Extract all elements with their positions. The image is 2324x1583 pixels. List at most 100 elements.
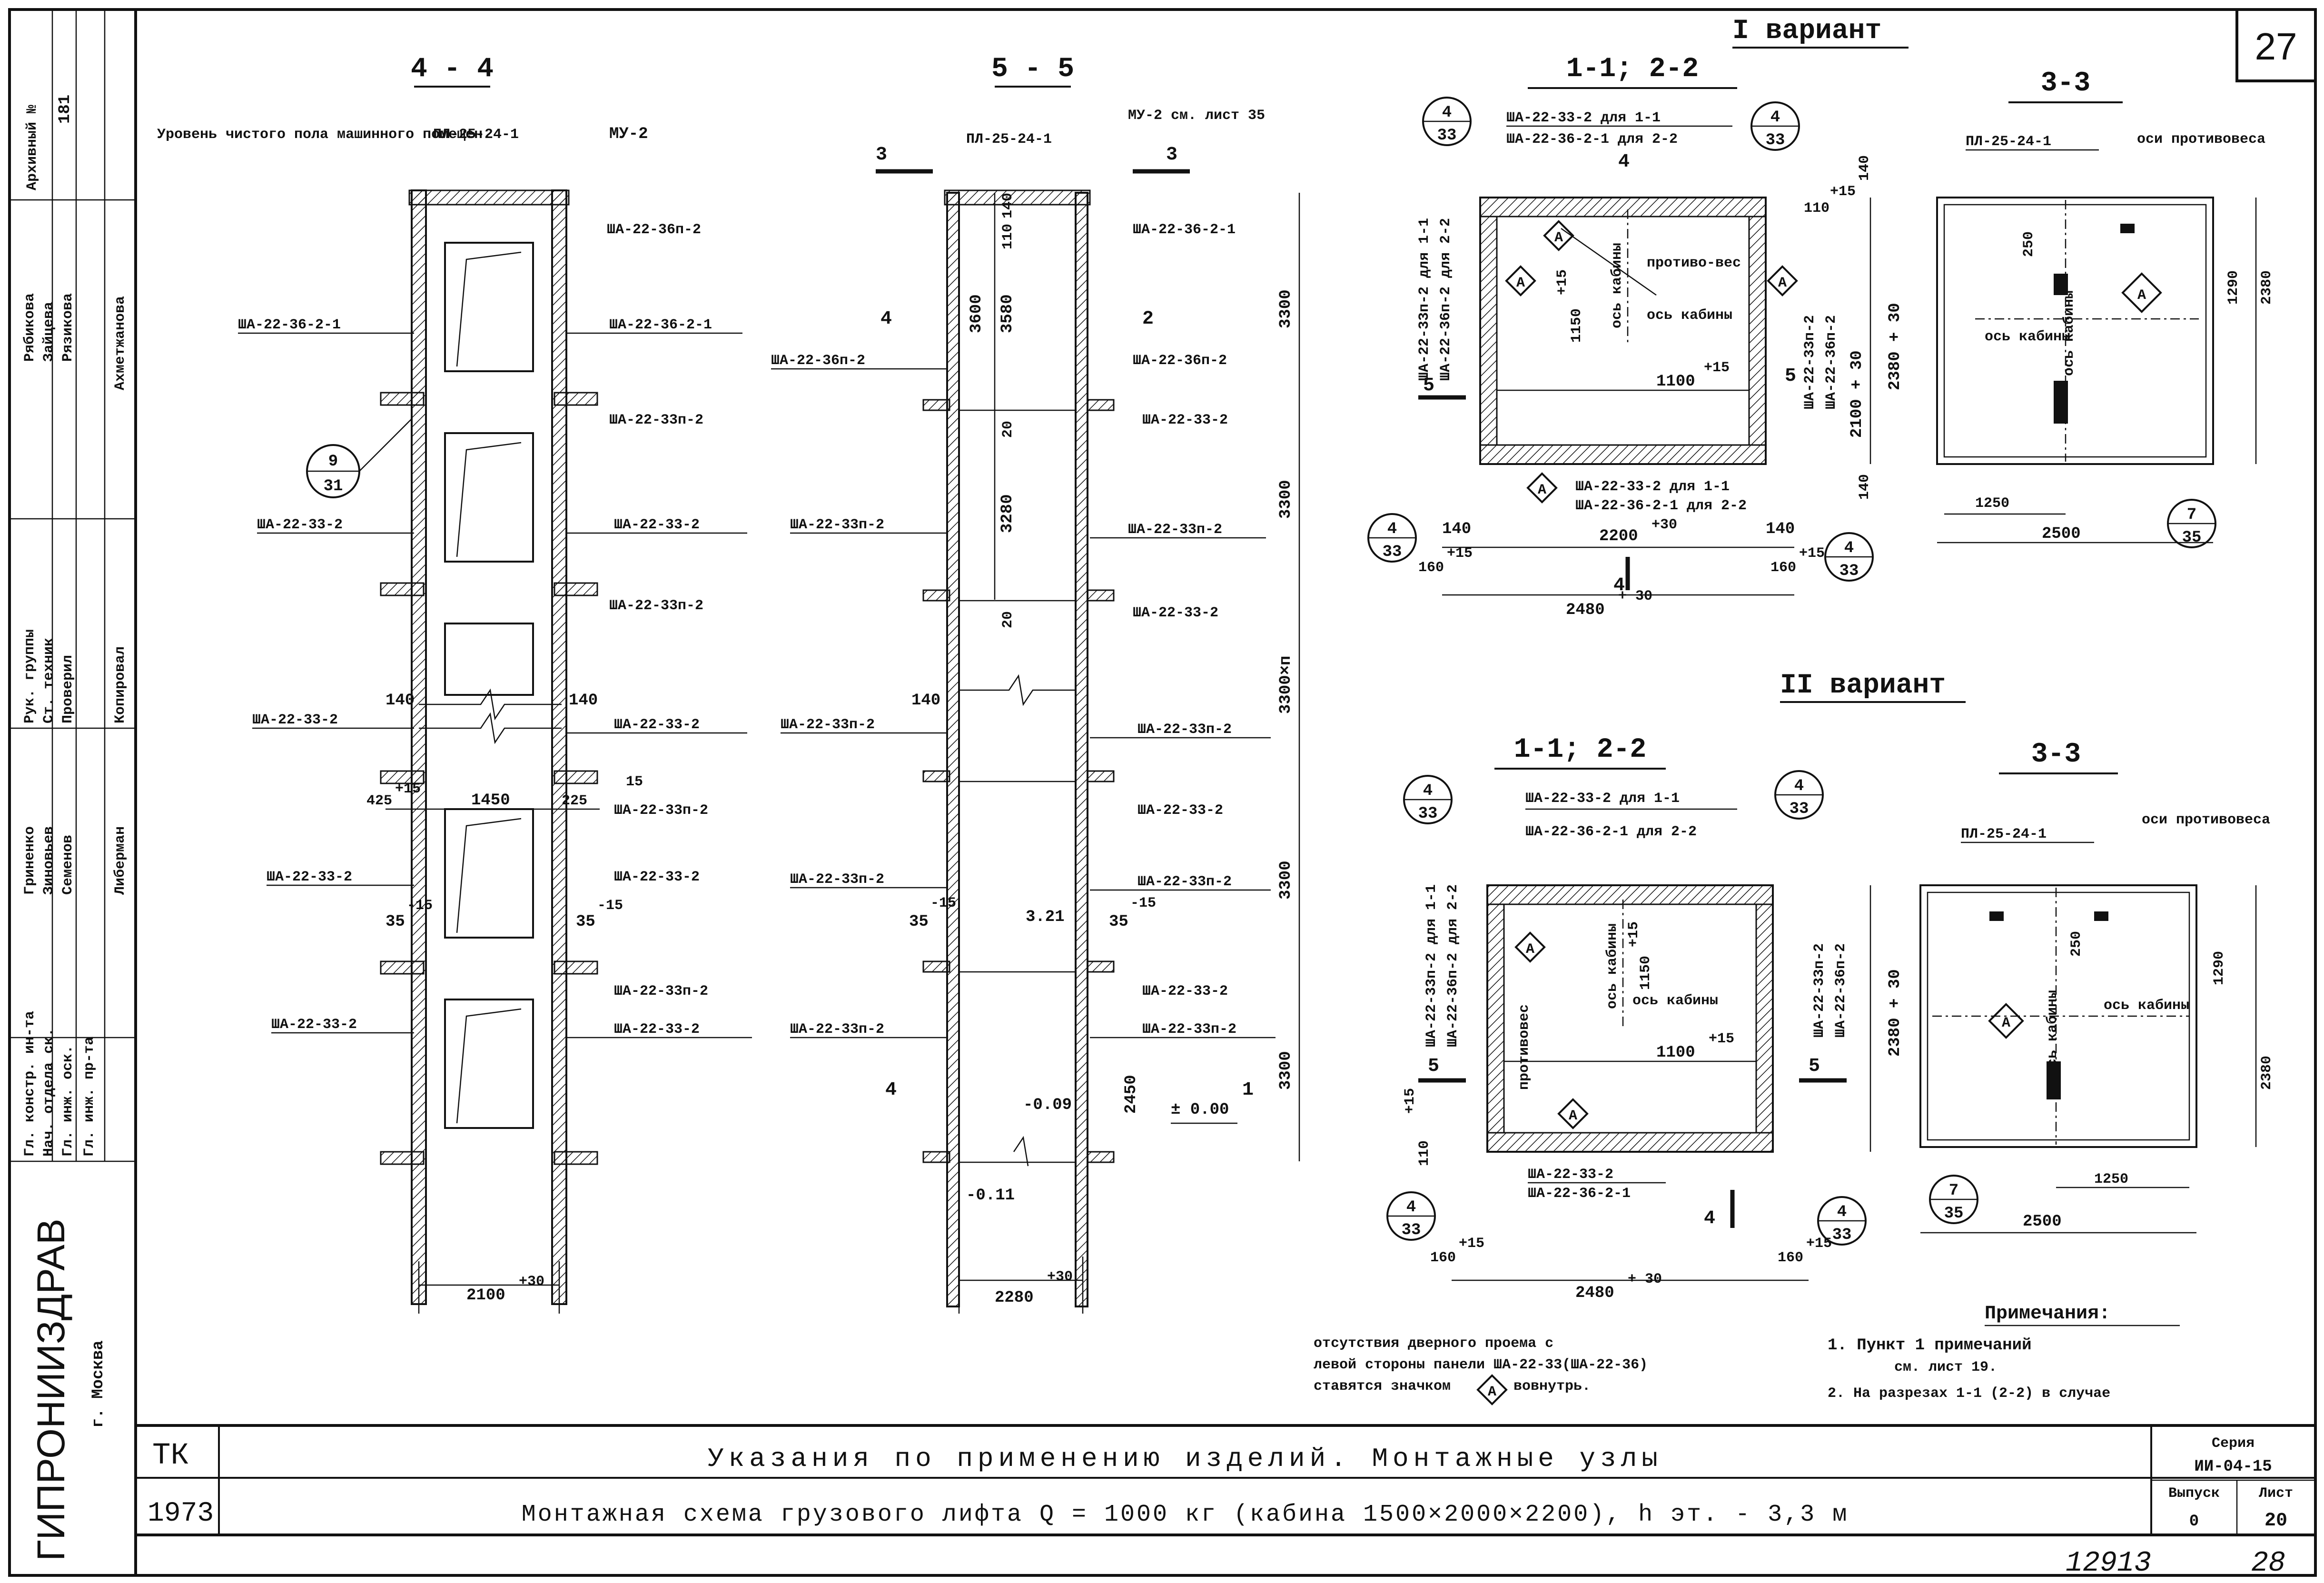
v1-p3-callout-num: 7 [2187,506,2196,524]
variant-1: I вариант 1-1; 2-2 3-3 ША-22-33-2 для 1-… [1367,16,2275,619]
v1-dim-1100-sup: +15 [1704,360,1730,376]
v2-dim-1150-sup: +15 [1626,921,1642,947]
v1-dim-2200-sup: +30 [1652,517,1677,533]
label-55-right-7: ША-22-33-2 [1137,802,1223,819]
v2-dim-160-r-sup: +15 [1806,1236,1832,1252]
v2-dim-2480-sup: + 30 [1628,1271,1662,1287]
label-55-left-1: ША-22-36п-2 [771,353,865,369]
stamp-role-3: Гл. инж. оск. [60,1045,76,1157]
v1-cabin-axis: ось кабины [1647,307,1732,324]
title-line-2: Монтажная схема грузового лифта Q = 1000… [522,1501,1849,1528]
v2-callout-br-den: 33 [1832,1226,1852,1244]
label-55-left-5: ША-22-33п-2 [790,1021,884,1038]
v1-cabin-axis-vert: ось кабины [1609,243,1625,328]
cut-55-4-top: 4 [880,308,892,330]
v1-p3-panel: ПЛ-25-24-1 [1966,134,2051,150]
v2-dim-2480: 2480 [1575,1284,1614,1302]
label-44-right-6: ША-22-33-2 [614,717,700,733]
v2-callout-tl-num: 4 [1423,782,1433,800]
label-55-right-6: ША-22-33п-2 [1137,722,1232,738]
dim-44-35-left: 35 [386,913,405,931]
stamp-name-7: Рязикова [60,293,76,362]
v2-label-bottom-1: ША-22-33-2 [1528,1167,1613,1183]
v1-p3-dim-250: 250 [2021,231,2037,257]
note-left-1: отсутствия дверного проема с [1314,1336,1553,1352]
v1-plan3-title: 3-3 [2041,68,2090,99]
stamp-role-8: Копировал [112,646,129,723]
label-55-left-3: ША-22-33п-2 [781,717,875,733]
cut-55-2-top: 2 [1142,308,1154,330]
series-value: ИИ-04-15 [2194,1458,2272,1476]
sheet-label: Лист [2259,1485,2293,1502]
org-city: г. Москва [89,1340,108,1428]
dim-55-bottom-sup: +30 [1047,1269,1073,1285]
v1-label-bottom-2: ША-22-36-2-1 для 2-2 [1575,498,1747,514]
label-44-right-8: ША-22-33-2 [614,869,700,885]
v2-p3-dim-2380: 2380 [2259,1056,2275,1090]
v1-dim-2480-sup: + 30 [1618,588,1652,604]
label-44-right-5: ША-22-33п-2 [609,598,703,614]
level-minus-009: -0.09 [1023,1096,1072,1114]
dim-55-inner-1: 140 [1000,193,1016,218]
dim-55-inner-4: 3580 [999,294,1017,333]
v2-p3-axis-cab: ось кабины [2104,998,2189,1014]
label-55-right-9: ША-22-33-2 [1142,983,1228,999]
note-right-3: 2. На разрезах 1-1 (2-2) в случае [1828,1385,2110,1402]
dim-55-bottom: 2280 [995,1289,1034,1307]
v2-p3-panel: ПЛ-25-24-1 [1961,826,2047,842]
dim-44-bottom-sup: +30 [519,1274,544,1290]
label-44-right-10: ША-22-33-2 [614,1021,700,1038]
v2-counterweight: противовес [1516,1004,1533,1090]
dim-55-inner-3: 3600 [968,294,986,333]
cut-55-3-left: 3 [876,144,887,166]
stamp-name-4: Либерман [112,826,129,895]
v1-callout-tr-den: 33 [1766,131,1785,149]
dim-44-35-right-sup: -15 [597,898,623,914]
v1-dim-110: 110 [1804,200,1830,217]
stamp-role-6: Ст. техник [41,638,57,723]
archive-number: 181 [56,95,74,124]
v2-p3-callout-den: 35 [1944,1205,1964,1223]
label-44-right-1: ША-22-36п-2 [607,222,701,238]
stamp-name-3: Семенов [60,835,76,895]
v1-label-bottom-1: ША-22-33-2 для 1-1 [1575,479,1730,495]
v1-dim-160-r-sup: +15 [1799,545,1825,562]
cut-55-4-bottom: 4 [885,1079,897,1101]
v1-callout-br-den: 33 [1839,562,1859,580]
label-44-left-5: ША-22-33-2 [271,1017,357,1033]
v1-dim-2380: 2380 + 30 [1886,303,1904,390]
footer-year: 1973 [148,1498,214,1529]
footer-code: ТК [152,1439,189,1473]
handwritten-number-1: 12913 [2066,1547,2151,1580]
v1-dim-140-top: 140 [1857,155,1873,181]
v1-symbol-a-1: A [1554,230,1563,246]
label-55-right-1: ША-22-36-2-1 [1133,222,1236,238]
v1-dim-160-l-sup: +15 [1447,545,1473,562]
callout-44-den: 31 [324,477,343,495]
stamp-name-2: Зиновьев [41,826,57,895]
v1-callout-tl-num: 4 [1442,104,1452,122]
v2-cut-5-left: 5 [1428,1056,1439,1077]
v1-cut-5-right: 5 [1785,366,1796,387]
cut-55-3-right: 3 [1166,144,1177,166]
level-pit: -0.11 [966,1187,1015,1205]
v1-dim-140-bottom: 140 [1857,474,1873,500]
v1-callout-br-num: 4 [1844,539,1854,557]
org-name: ГИПРОНИИЗДРАВ [30,1218,73,1561]
v1-cut-4-bottom: 4 [1613,575,1625,596]
stamp-role-7: Проверил [60,655,76,723]
label-55-right-4: ША-22-33п-2 [1128,522,1222,538]
section-55-title: 5 - 5 [991,54,1074,85]
dim-55-35-right-sup: -15 [1130,895,1156,911]
label-mu-44: МУ-2 [609,125,648,143]
section-4-4: 4 - 4 Уровень чистого пола машинного пом… [157,54,752,1314]
section-44-title: 4 - 4 [411,54,494,85]
v1-dim-140-l: 140 [1442,520,1471,538]
v2-p3-symbol-a: A [2002,1015,2010,1031]
dim-44-140-right: 140 [569,692,598,710]
v2-dim-160-r: 160 [1778,1250,1803,1266]
label-44-left-2: ША-22-33-2 [257,517,343,533]
dim-44-225: 225 [562,793,587,809]
label-44-left-3: ША-22-33-2 [252,712,338,728]
